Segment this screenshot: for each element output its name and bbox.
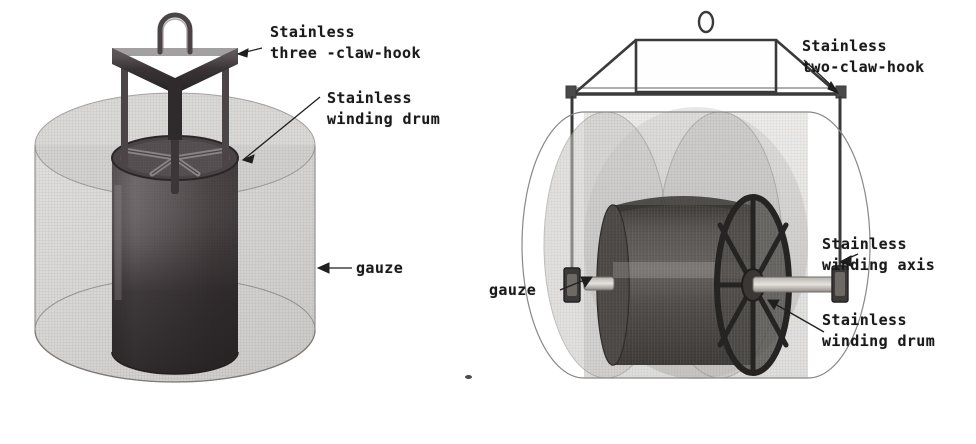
right-figure: Stainless two-claw-hook Stainless winding … bbox=[488, 0, 976, 444]
label-hook-line2: three -claw-hook bbox=[270, 43, 421, 62]
label-two-claw-hook: Stainless two-claw-hook bbox=[802, 36, 925, 77]
label-drum-line2: winding drum bbox=[327, 109, 441, 128]
leader-lines-right bbox=[559, 59, 859, 333]
winding-axis bbox=[563, 265, 849, 303]
label-drum-line1: Stainless bbox=[327, 89, 412, 107]
label-axis-line2: winding axis bbox=[822, 255, 936, 274]
label-axis-line1: Stainless bbox=[822, 235, 907, 253]
label-gauze-right: gauze bbox=[489, 281, 537, 299]
scan-artifact-speck bbox=[465, 375, 472, 379]
label-winding-drum-right: Stainless winding drum bbox=[822, 310, 935, 351]
label-three-claw-hook: Stainless three -claw-hook bbox=[270, 22, 421, 63]
label-winding-drum-left: Stainless winding drum bbox=[327, 88, 440, 129]
label-hook-line2: two-claw-hook bbox=[802, 57, 925, 76]
label-drum-line2: winding drum bbox=[822, 331, 936, 350]
three-claw-hook bbox=[112, 12, 238, 194]
label-drum-line1: Stainless bbox=[822, 311, 907, 329]
right-figure-drawing bbox=[521, 10, 871, 379]
left-figure: Stainless three -claw-hook Stainless windi… bbox=[34, 12, 440, 383]
label-winding-axis: Stainless winding axis bbox=[822, 234, 935, 275]
two-claw-hook bbox=[565, 10, 847, 268]
left-figure-drawing bbox=[34, 12, 352, 383]
label-hook-line1: Stainless bbox=[802, 37, 887, 55]
label-hook-line1: Stainless bbox=[270, 23, 355, 41]
label-gauze-left: gauze bbox=[356, 259, 404, 277]
leader-lines-left bbox=[236, 47, 352, 274]
